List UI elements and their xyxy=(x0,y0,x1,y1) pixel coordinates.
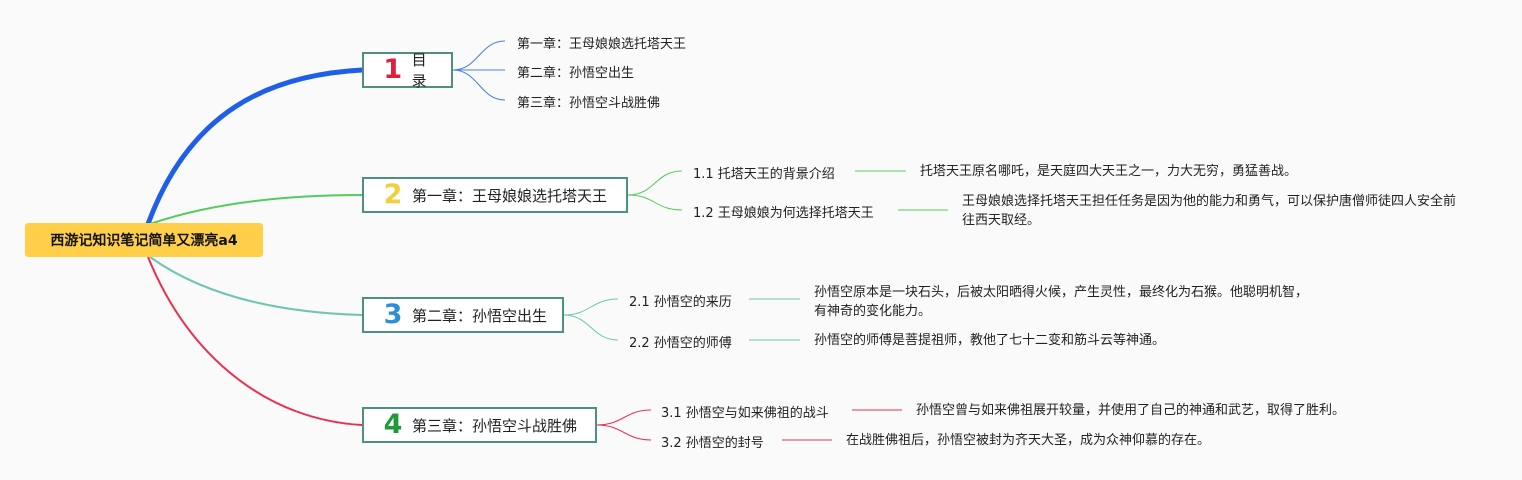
subtopic-1-3[interactable]: 第三章：孙悟空斗战胜佛 xyxy=(517,96,661,111)
subtopic-4-1[interactable]: 3.1 孙悟空与如来佛祖的战斗 xyxy=(661,406,829,421)
number-1-icon: 1 xyxy=(383,54,403,85)
detail-4-2[interactable]: 在战胜佛祖后，孙悟空被封为齐天大圣，成为众神仰慕的存在。 xyxy=(846,433,1211,448)
branch-node-2[interactable]: 2 第一章：王母娘娘选托塔天王 xyxy=(362,177,628,213)
branch-title: 第一章：王母娘娘选托塔天王 xyxy=(412,186,608,205)
connector-root-branch-2 xyxy=(149,194,363,225)
detail-2-2[interactable]: 王母娘娘选择托塔天王担任任务是因为他的能力和勇气，可以保护唐僧师徒四人安全前往西… xyxy=(962,194,1457,228)
connectors-branch-2 xyxy=(627,170,948,211)
branch-node-3[interactable]: 3 第二章：孙悟空出生 xyxy=(362,297,564,333)
connector-root-branch-3 xyxy=(149,256,363,316)
detail-3-2[interactable]: 孙悟空的师傅是菩提祖师，教他了七十二变和筋斗云等神通。 xyxy=(814,333,1166,348)
root-title: 西游记知识笔记简单又漂亮a4 xyxy=(50,233,238,249)
branch-node-4[interactable]: 4 第三章：孙悟空斗战胜佛 xyxy=(362,407,597,443)
branch-node-1[interactable]: 1 目录 xyxy=(362,51,453,90)
detail-3-1[interactable]: 孙悟空原本是一块石头，后被太阳晒得火候，产生灵性，最终化为石猴。他聪明机智，有神… xyxy=(814,285,1309,319)
connector-root-branch-4 xyxy=(147,256,363,426)
detail-2-1[interactable]: 托塔天王原名哪吒，是天庭四大天王之一，力大无穷，勇猛善战。 xyxy=(920,164,1298,179)
subtopic-4-2[interactable]: 3.2 孙悟空的封号 xyxy=(661,436,764,451)
subtopic-2-2[interactable]: 1.2 王母娘娘为何选择托塔天王 xyxy=(693,206,874,221)
detail-4-1[interactable]: 孙悟空曾与如来佛祖展开较量，并使用了自己的神通和武艺，取得了胜利。 xyxy=(916,403,1346,418)
connectors-branch-1 xyxy=(452,40,506,101)
number-3-icon: 3 xyxy=(383,299,403,330)
number-4-icon: 4 xyxy=(383,409,403,440)
connector-root-branch-1 xyxy=(145,67,365,227)
branch-title: 目录 xyxy=(411,51,427,90)
number-2-icon: 2 xyxy=(383,179,403,210)
connectors-branch-4 xyxy=(596,409,902,441)
subtopic-3-2[interactable]: 2.2 孙悟空的师傅 xyxy=(629,336,732,351)
connectors-branch-3 xyxy=(563,298,800,341)
subtopic-3-1[interactable]: 2.1 孙悟空的来历 xyxy=(629,295,732,310)
subtopic-1-2[interactable]: 第二章：孙悟空出生 xyxy=(517,66,635,81)
branch-title: 第二章：孙悟空出生 xyxy=(412,306,548,325)
branch-title: 第三章：孙悟空斗战胜佛 xyxy=(412,416,578,435)
root-node[interactable]: 西游记知识笔记简单又漂亮a4 xyxy=(25,223,263,257)
subtopic-2-1[interactable]: 1.1 托塔天王的背景介绍 xyxy=(693,167,835,182)
subtopic-1-1[interactable]: 第一章：王母娘娘选托塔天王 xyxy=(517,37,687,52)
